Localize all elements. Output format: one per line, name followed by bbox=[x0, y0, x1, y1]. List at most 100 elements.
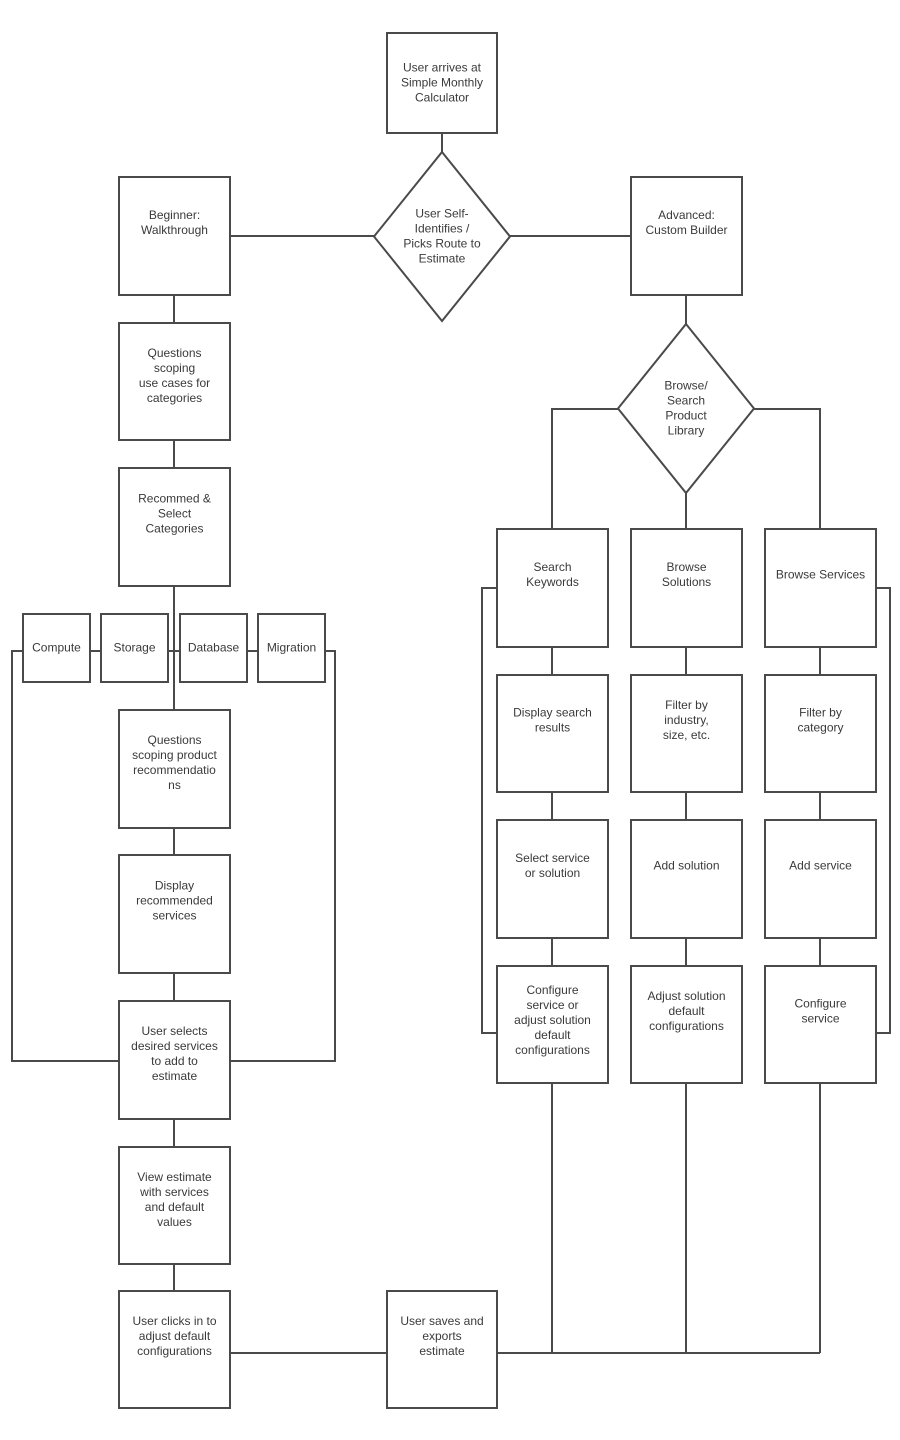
node-label-line: Browse Services bbox=[776, 568, 865, 582]
node-label-line: Picks Route to bbox=[403, 237, 481, 251]
process-box bbox=[118, 854, 231, 974]
node-label-line: Adjust solution bbox=[647, 989, 725, 1003]
node-label-line: Beginner: bbox=[149, 208, 200, 222]
node-label-line: Keywords bbox=[526, 575, 579, 589]
node-label-line: Search bbox=[533, 560, 571, 574]
node-add-service: Add service bbox=[764, 819, 877, 939]
node-label-line: Questions bbox=[147, 733, 201, 747]
process-box bbox=[496, 965, 609, 1084]
node-label-line: Search bbox=[667, 394, 705, 408]
node-label-line: service or bbox=[526, 998, 578, 1012]
node-label-line: desired services bbox=[131, 1039, 218, 1053]
process-box bbox=[496, 819, 609, 939]
process-box bbox=[118, 322, 231, 441]
node-cat-migration: Migration bbox=[257, 613, 326, 683]
node-cat-compute: Compute bbox=[22, 613, 91, 683]
process-box bbox=[496, 528, 609, 648]
node-label-line: recommended bbox=[136, 894, 213, 908]
node-label-line: Questions bbox=[147, 346, 201, 360]
node-label-line: default bbox=[534, 1028, 571, 1042]
node-label-line: User clicks in to bbox=[132, 1314, 216, 1328]
process-box bbox=[257, 613, 326, 683]
node-label-line: results bbox=[535, 721, 570, 735]
node-label-line: estimate bbox=[152, 1069, 198, 1083]
node-label-line: to add to bbox=[151, 1054, 198, 1068]
node-label-line: values bbox=[157, 1215, 192, 1229]
node-label-line: User arrives at bbox=[403, 61, 482, 75]
edge-browse-search bbox=[551, 408, 618, 529]
node-label-line: adjust solution bbox=[514, 1013, 591, 1027]
node-add-solution: Add solution bbox=[630, 819, 743, 939]
node-label-line: Select service bbox=[515, 851, 590, 865]
node-label-line: Calculator bbox=[415, 91, 469, 105]
node-label-line: Filter by bbox=[799, 706, 842, 720]
node-label-line: Simple Monthly bbox=[401, 76, 483, 90]
node-label-line: Browse/ bbox=[664, 379, 708, 393]
process-box bbox=[118, 709, 231, 829]
node-label-line: Walkthrough bbox=[141, 223, 208, 237]
node-label-line: adjust default bbox=[139, 1329, 211, 1343]
node-label-line: recommendatio bbox=[133, 763, 216, 777]
process-box bbox=[630, 819, 743, 939]
node-label-line: categories bbox=[147, 391, 202, 405]
node-label-line: Identifies / bbox=[415, 222, 470, 236]
node-label-line: category bbox=[797, 721, 843, 735]
node-label-line: Library bbox=[668, 424, 705, 438]
process-box bbox=[179, 613, 248, 683]
connector-lines bbox=[11, 133, 891, 1354]
node-label-line: Custom Builder bbox=[645, 223, 727, 237]
process-box bbox=[118, 1146, 231, 1265]
node-label-line: Estimate bbox=[419, 252, 466, 266]
process-box bbox=[630, 528, 743, 648]
node-cat-storage: Storage bbox=[100, 613, 169, 683]
node-label-line: User saves and bbox=[400, 1314, 483, 1328]
node-label-line: User selects bbox=[141, 1024, 207, 1038]
process-box bbox=[764, 528, 877, 648]
node-label-line: industry, bbox=[664, 713, 708, 727]
node-label-line: Browse bbox=[666, 560, 706, 574]
node-label-line: estimate bbox=[419, 1344, 465, 1358]
node-label-line: scoping bbox=[154, 361, 195, 375]
edge-search-loop bbox=[481, 587, 497, 1034]
node-label-line: Migration bbox=[267, 641, 316, 655]
node-beginner: Beginner:Walkthrough bbox=[118, 176, 231, 296]
node-label-line: Database bbox=[188, 641, 240, 655]
process-box bbox=[496, 674, 609, 793]
node-label-line: Product bbox=[665, 409, 707, 423]
node-label-line: View estimate bbox=[137, 1170, 212, 1184]
node-label-line: default bbox=[668, 1004, 705, 1018]
node-label-line: configurations bbox=[649, 1019, 724, 1033]
process-box bbox=[630, 674, 743, 793]
node-label-line: Advanced: bbox=[658, 208, 715, 222]
process-box bbox=[386, 32, 498, 134]
node-route: User Self-Identifies /Picks Route toEsti… bbox=[372, 150, 512, 323]
node-label-line: Filter by bbox=[665, 698, 708, 712]
node-label-line: or solution bbox=[525, 866, 580, 880]
process-box bbox=[630, 965, 743, 1084]
node-label-line: services bbox=[152, 909, 196, 923]
process-box bbox=[118, 1290, 231, 1409]
edge-services-loop bbox=[876, 587, 891, 1034]
node-label-line: User Self- bbox=[415, 207, 468, 221]
node-label-line: size, etc. bbox=[663, 728, 710, 742]
process-box bbox=[630, 176, 743, 296]
node-label-line: Compute bbox=[32, 641, 81, 655]
process-box bbox=[764, 965, 877, 1084]
